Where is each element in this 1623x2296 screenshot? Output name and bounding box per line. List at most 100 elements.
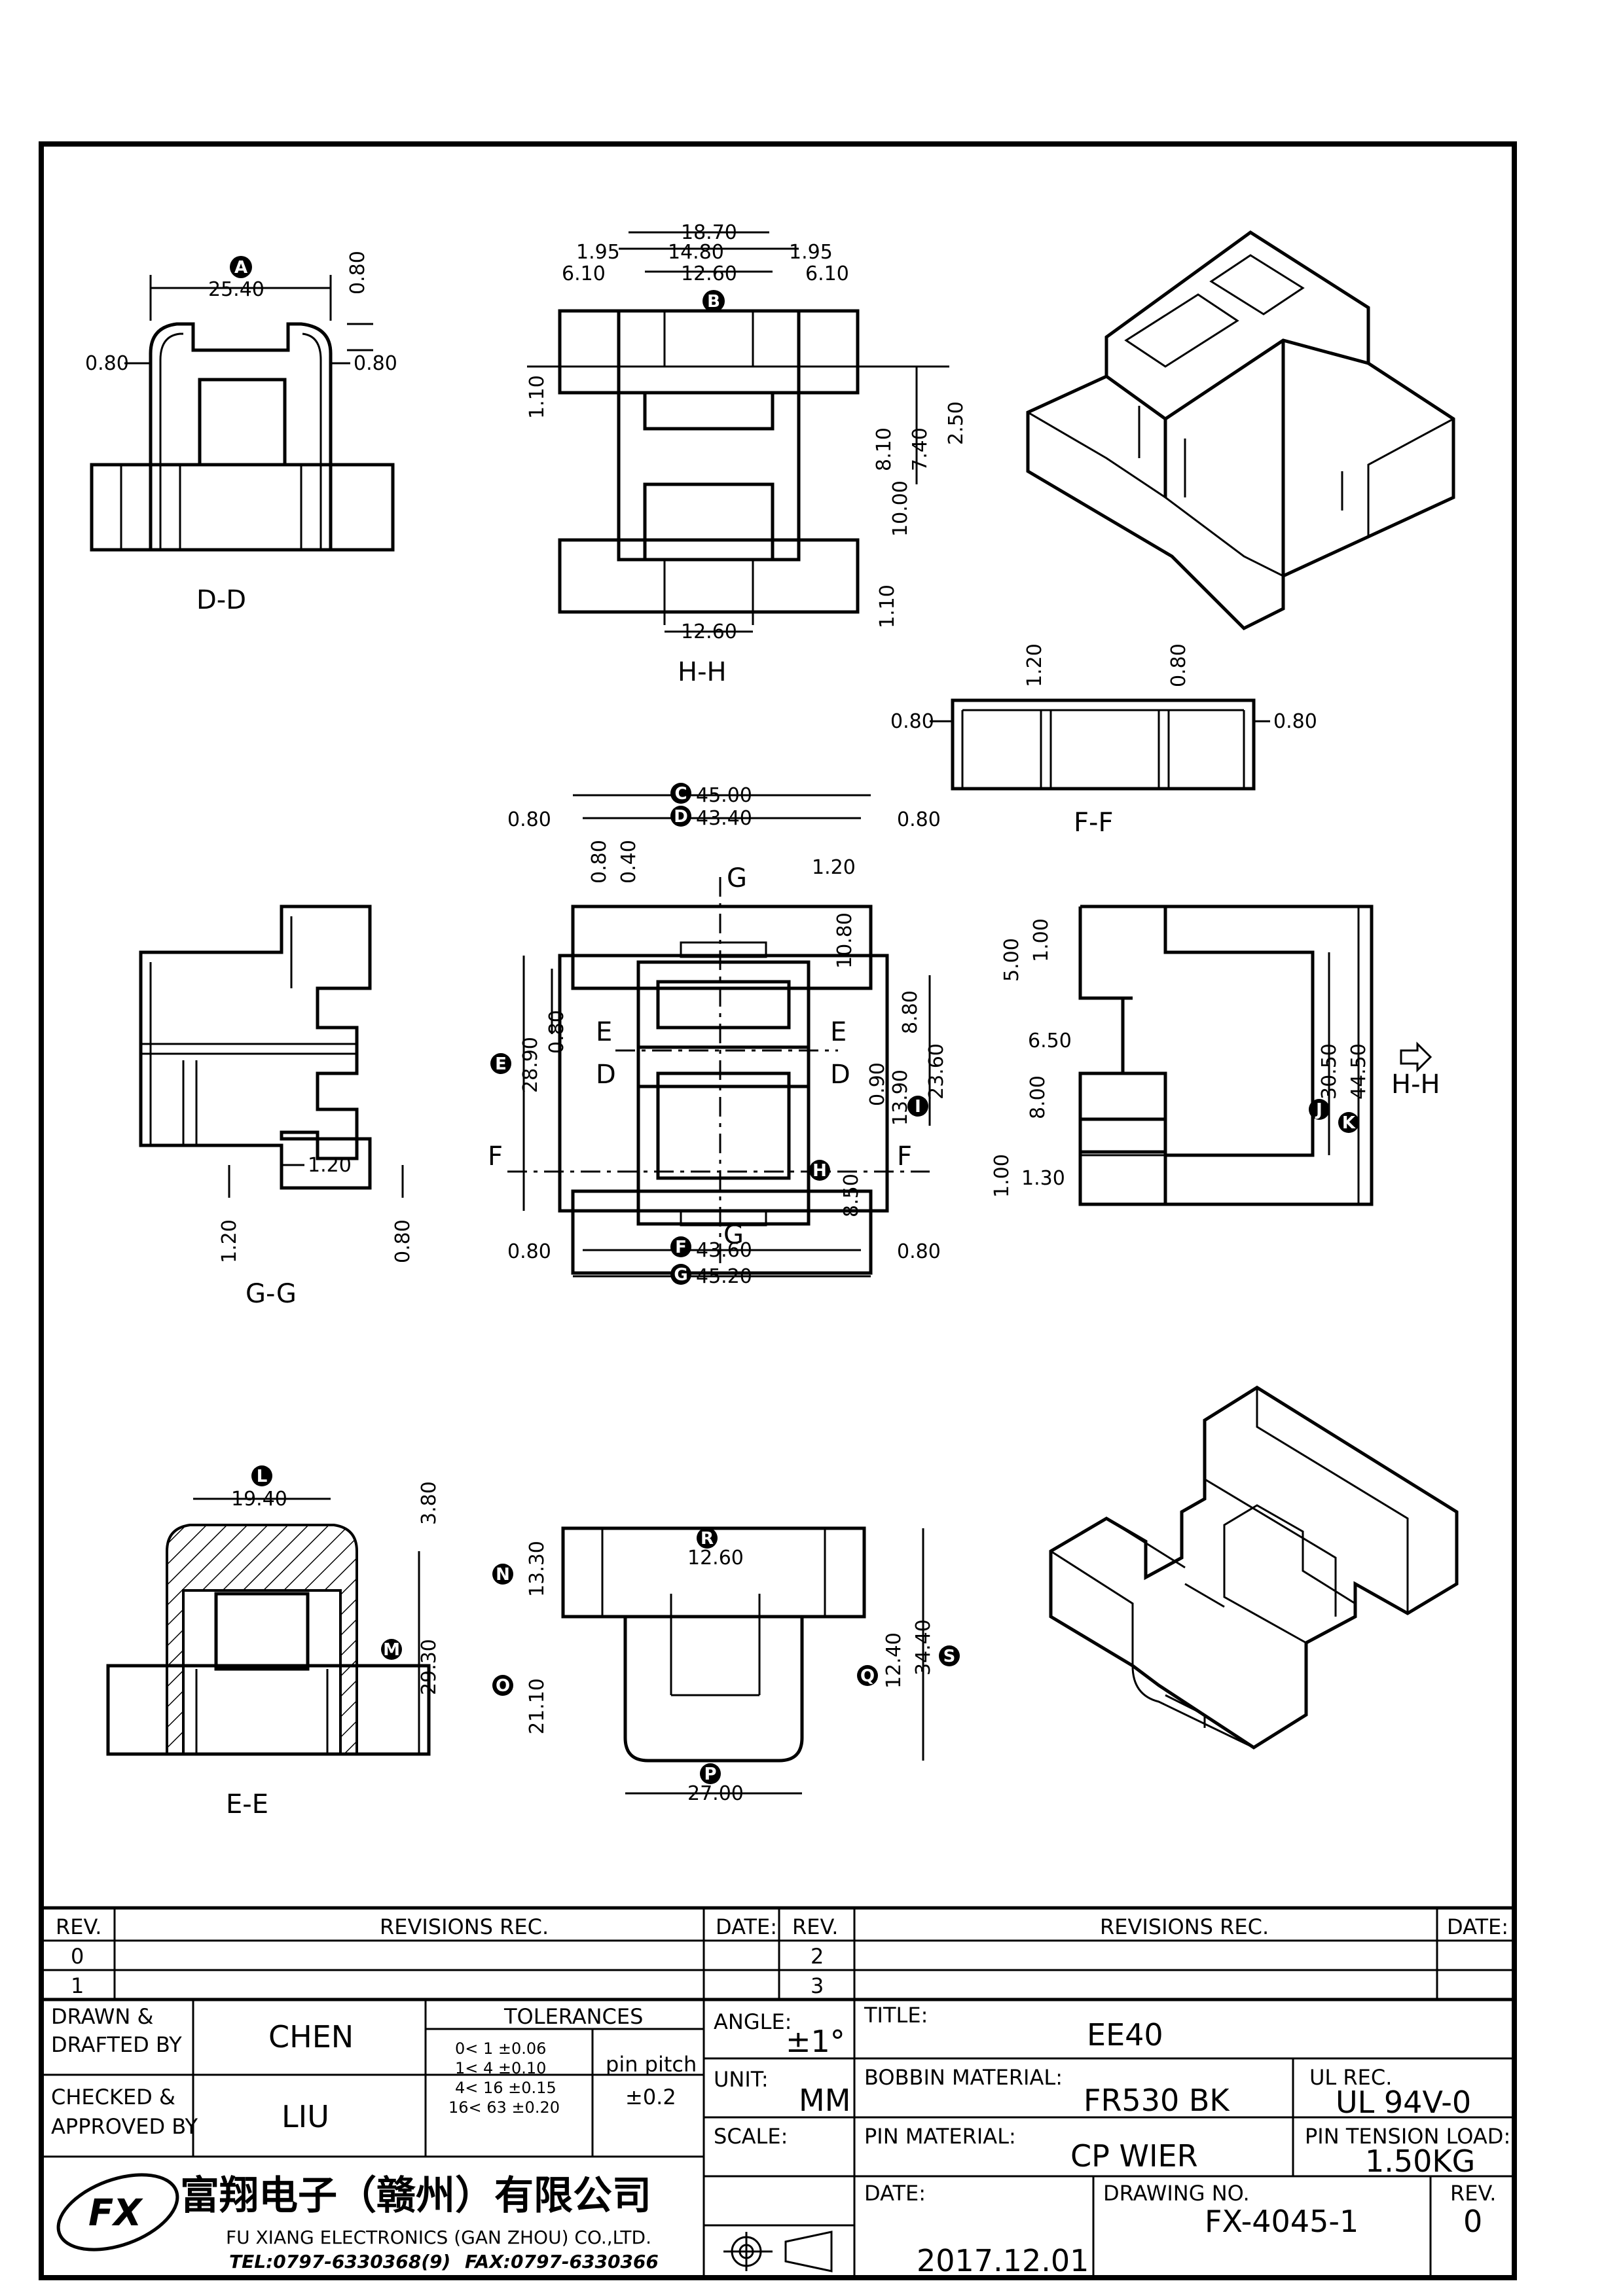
- bobbin-label: BOBBIN MATERIAL:: [864, 2065, 1063, 2090]
- title-label: TITLE:: [864, 2003, 928, 2028]
- sec-f-left: F: [488, 1141, 503, 1172]
- tol-4: 16< 63 ±0.20: [448, 2098, 560, 2117]
- dd-dim-right: 0.80: [354, 352, 397, 375]
- top-dim-080br: 0.80: [897, 1240, 941, 1263]
- revisions-header-right: REVISIONS REC.: [1100, 1914, 1269, 1939]
- side-dim-500: 5.00: [1000, 938, 1023, 982]
- front-dim-1260: 12.60: [687, 1547, 744, 1570]
- hh-dim-250: 2.50: [945, 401, 968, 445]
- view-front: 13.30 12.60 21.10 12.40 34.40 27.00 N R …: [492, 1526, 960, 1805]
- top-dim-080bl: 0.80: [507, 1240, 551, 1263]
- sec-f-right: F: [897, 1141, 912, 1172]
- checked-label-2: APPROVED BY: [51, 2114, 198, 2139]
- unit-value: MM: [799, 2083, 850, 2118]
- hh-dim-740: 7.40: [909, 427, 932, 471]
- title-block: REV. REVISIONS REC. DATE: REV. REVISIONS…: [41, 1906, 1514, 2278]
- sec-d-right: D: [830, 1060, 850, 1090]
- dd-dim-top: 0.80: [346, 251, 369, 295]
- side-dim-800: 8.00: [1027, 1075, 1049, 1119]
- date-label: DATE:: [864, 2181, 926, 2206]
- projection-symbol: [723, 2231, 833, 2272]
- hh-dim-1260b: 12.60: [681, 620, 737, 643]
- sec-g-bottom: G: [723, 1220, 744, 1250]
- pin-pitch-label: pin pitch: [606, 2052, 697, 2077]
- company-tel: TEL:0797-6330368(9): [229, 2251, 450, 2272]
- dd-dim-left: 0.80: [85, 352, 129, 375]
- front-dim-2700: 27.00: [687, 1782, 744, 1805]
- side-dim-650: 6.50: [1028, 1030, 1072, 1052]
- approved-by: LIU: [282, 2099, 329, 2134]
- sec-d-left: D: [596, 1060, 616, 1090]
- hh-dim-810: 8.10: [873, 427, 896, 471]
- rev-0: 0: [71, 1944, 84, 1969]
- hh-dim-1260: 12.60: [681, 262, 737, 285]
- angle-value: ±1°: [786, 2024, 845, 2059]
- date-header-left: DATE:: [716, 1914, 777, 1939]
- tol-1: 0< 1 ±0.06: [455, 2039, 546, 2058]
- angle-label: ANGLE:: [714, 2009, 792, 2034]
- top-callout-e: E: [495, 1054, 507, 1074]
- ff-dim-080top: 0.80: [1167, 643, 1190, 687]
- view-gg: 1.20 1.20 0.80 G-G: [139, 905, 414, 1309]
- view-ff: 1.20 0.80 0.80 0.80 F-F: [890, 643, 1317, 838]
- ff-dim-080r: 0.80: [1273, 710, 1317, 733]
- top-dim-4340: 43.40: [696, 807, 752, 830]
- ee-callout-m: M: [383, 1640, 400, 1660]
- unit-label: UNIT:: [714, 2067, 769, 2092]
- gg-dim-120b: 1.20: [218, 1219, 241, 1263]
- hh-dim-610b: 6.10: [805, 262, 849, 285]
- ff-label: F-F: [1074, 808, 1113, 838]
- pin-pitch-value: ±0.2: [625, 2085, 676, 2109]
- drawn-by: CHEN: [268, 2019, 354, 2054]
- view-side: 5.00 1.00 6.50 8.00 1.00 1.30 30.50 44.5…: [991, 905, 1440, 1206]
- iso-view-top: [1026, 230, 1455, 631]
- iso-view-bottom: [1049, 1386, 1459, 1749]
- front-callout-s: S: [943, 1647, 956, 1666]
- top-dim-080l: 0.80: [507, 808, 551, 831]
- hh-callout-b: B: [707, 292, 720, 312]
- hh-dim-110b: 1.10: [876, 584, 899, 628]
- top-dim-4520: 45.20: [696, 1265, 752, 1288]
- top-dim-4500: 45.00: [696, 784, 752, 807]
- tolerances-header: TOLERANCES: [503, 2004, 643, 2029]
- front-dim-1240: 12.40: [883, 1632, 905, 1689]
- top-dim-4360: 43.60: [696, 1239, 752, 1262]
- company-logo: FX: [56, 2173, 179, 2251]
- top-dim-850: 8.50: [840, 1174, 863, 1217]
- rev-label: REV.: [1450, 2181, 1496, 2206]
- view-dd: 25.40 0.80 0.80 0.80 A D-D: [85, 251, 397, 615]
- hh-dim-610a: 6.10: [562, 262, 606, 285]
- rev-header-right: REV.: [792, 1914, 838, 1939]
- sec-g-top: G: [727, 863, 747, 893]
- bobbin-value: FR530 BK: [1084, 2083, 1230, 2118]
- hh-dim-1000: 10.00: [889, 480, 912, 537]
- ee-dim-2930: 29.30: [418, 1639, 441, 1695]
- front-callout-q: Q: [860, 1666, 875, 1686]
- checked-label-1: CHECKED &: [51, 2085, 175, 2109]
- top-dim-080v: 0.80: [588, 840, 611, 884]
- sec-e-right: E: [830, 1017, 847, 1047]
- drawn-label-1: DRAWN &: [51, 2004, 153, 2029]
- hh-dim-195a: 1.95: [576, 241, 620, 264]
- ee-dim-380: 3.80: [418, 1481, 441, 1525]
- side-dim-100a: 1.00: [1030, 918, 1053, 962]
- top-dim-880: 8.80: [899, 990, 922, 1034]
- top-dim-1390: 13.90: [889, 1069, 912, 1126]
- ul-label: UL REC.: [1309, 2065, 1392, 2090]
- front-callout-o: O: [496, 1676, 510, 1696]
- ff-dim-080l: 0.80: [890, 710, 934, 733]
- date-header-right: DATE:: [1447, 1914, 1508, 1939]
- front-callout-p: P: [704, 1765, 716, 1784]
- top-callout-c: C: [674, 784, 687, 804]
- rev-3: 3: [811, 1973, 824, 1998]
- hh-dim-1480: 14.80: [668, 241, 724, 264]
- tol-3: 4< 16 ±0.15: [455, 2079, 556, 2097]
- scale-label: SCALE:: [714, 2124, 788, 2149]
- top-dim-090: 0.90: [866, 1062, 889, 1106]
- tol-2: 1< 4 ±0.10: [455, 2059, 546, 2077]
- revisions-header-left: REVISIONS REC.: [380, 1914, 549, 1939]
- view-hh: 18.70 1.95 14.80 1.95 6.10 12.60 6.10 B …: [526, 221, 968, 687]
- gg-label: G-G: [246, 1279, 297, 1309]
- pin-material-value: CP WIER: [1070, 2138, 1198, 2174]
- dd-callout-a: A: [234, 258, 247, 278]
